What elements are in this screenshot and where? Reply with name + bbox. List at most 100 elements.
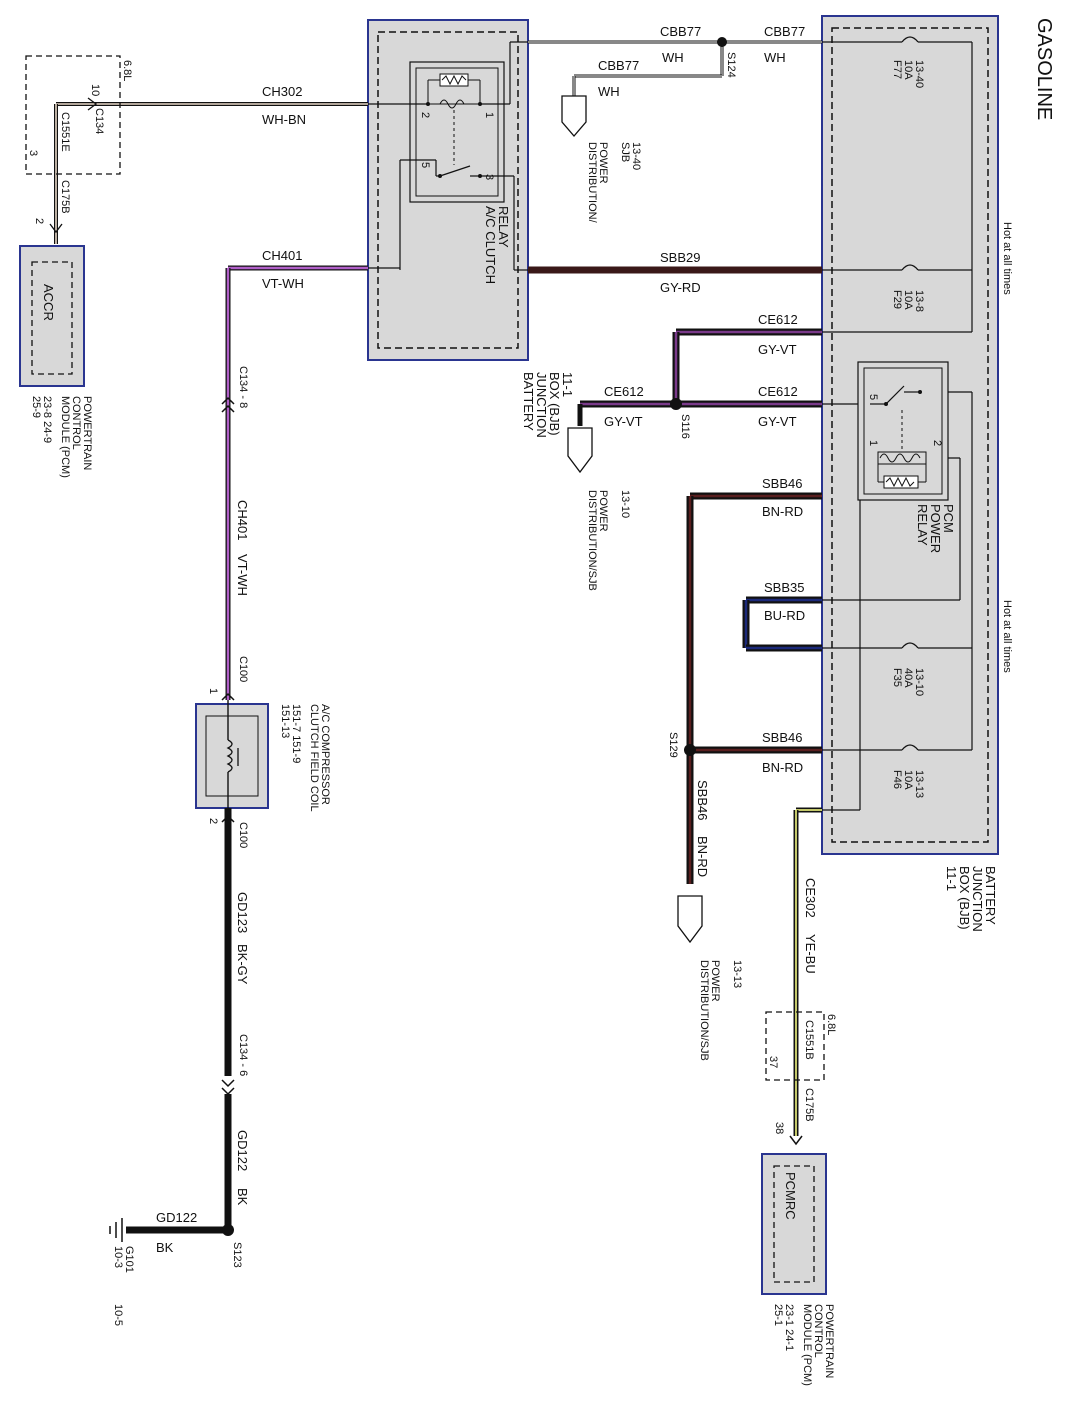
pcmrc-module bbox=[761, 1153, 827, 1295]
gd122-vert-color: BK bbox=[235, 1188, 250, 1206]
hot-label-1: Hot at all times bbox=[1001, 222, 1013, 295]
ac-relay-pin3: 3 bbox=[483, 174, 495, 180]
splice-s129: S129 bbox=[667, 732, 679, 758]
c1551b-connector-box bbox=[765, 1011, 825, 1081]
ac-relay-pin2: 2 bbox=[419, 112, 431, 118]
c1551e-label: C1551E bbox=[59, 112, 71, 152]
c134-8-label: C134 - 8 bbox=[237, 366, 249, 408]
sbb35-color: BU-RD bbox=[764, 608, 805, 623]
pin1-label: 1 bbox=[207, 688, 219, 694]
wire-ch401 bbox=[221, 265, 400, 701]
pcm-relay-label: PCM POWER RELAY bbox=[915, 504, 956, 553]
pcm-relay-pin5: 5 bbox=[867, 394, 879, 400]
pcm-bot-label: POWERTRAIN CONTROL MODULE (PCM) 23-1 24-… bbox=[772, 1304, 835, 1386]
pcm-bot-line2: CONTROL bbox=[812, 1304, 824, 1358]
ch302-color: WH-BN bbox=[262, 112, 306, 127]
c175b-top-label: C175B bbox=[59, 180, 71, 214]
pin38-label: 38 bbox=[773, 1122, 785, 1134]
ac-bjb-line2: JUNCTION bbox=[534, 372, 549, 438]
ce612-color-1: GY-VT bbox=[758, 342, 797, 357]
wire-cbb77 bbox=[528, 37, 822, 96]
fuse-f46-line2: 10A bbox=[902, 770, 914, 790]
bjb-label-line4: 11-1 bbox=[944, 866, 959, 891]
ac-relay-internal-wires bbox=[399, 41, 528, 271]
pcm-top-line1: POWERTRAIN bbox=[81, 396, 93, 470]
ac-relay-pin1: 1 bbox=[483, 112, 495, 118]
pcm-relay-line2: POWER bbox=[928, 504, 943, 553]
ac-bjb-line1: BATTERY bbox=[521, 372, 536, 431]
pcm-bot-line3: MODULE (PCM) bbox=[801, 1304, 813, 1386]
power-dist-label-1: POWER DISTRIBUTION/ SJB 13-40 bbox=[586, 142, 642, 224]
power-dist-label-3: POWER DISTRIBUTION/SJB 13-13 bbox=[698, 960, 743, 1061]
power-dist-connector-3 bbox=[677, 895, 703, 944]
c175b-bot-label: C175B bbox=[803, 1088, 815, 1122]
fuse-symbols bbox=[901, 36, 919, 751]
pd2-line1: POWER bbox=[597, 490, 609, 532]
cbb77-color-3: WH bbox=[598, 84, 620, 99]
fuse-f46-line3: 13-13 bbox=[913, 770, 925, 798]
ac-clutch-relay-label: A/C CLUTCH RELAY bbox=[483, 206, 511, 284]
ch401-vert-label: CH401 bbox=[235, 500, 250, 540]
gd123-label: GD123 bbox=[235, 892, 250, 933]
ce302-label: CE302 bbox=[803, 878, 818, 918]
cbb77-color-2: WH bbox=[764, 50, 786, 65]
sbb46-vert-label: SBB46 bbox=[695, 780, 710, 820]
cbb77-label-2: CBB77 bbox=[764, 24, 805, 39]
pd2-line3: 13-10 bbox=[619, 490, 631, 518]
ac-bjb-line4: 11-1 bbox=[560, 372, 575, 397]
fuse-f77-label: F77 10A 13-40 bbox=[891, 60, 925, 88]
wire-ce612 bbox=[577, 328, 822, 426]
ac-bjb-line3: BOX (BJB) bbox=[547, 372, 562, 436]
sbb35-label: SBB35 bbox=[764, 580, 804, 595]
ground-label: G101 10-3 10-5 bbox=[112, 1246, 135, 1326]
diagram-title: GASOLINE bbox=[1033, 18, 1055, 120]
ac-relay-bjb-box bbox=[367, 19, 529, 361]
fuse-f77-line3: 13-40 bbox=[913, 60, 925, 88]
pcm-power-relay bbox=[857, 361, 949, 501]
compressor-refs2: 151-13 bbox=[279, 704, 291, 738]
ch401-label: CH401 bbox=[262, 248, 302, 263]
pd1-line4: 13-40 bbox=[630, 142, 642, 170]
sbb46-vert-color: BN-RD bbox=[695, 836, 710, 877]
ground-ref2: 10-5 bbox=[112, 1304, 124, 1326]
c134-6-label: C134 - 6 bbox=[237, 1034, 249, 1076]
pcm-top-refs: 23-8 24-9 bbox=[41, 396, 53, 443]
ch401-vert-color: VT-WH bbox=[235, 554, 250, 596]
accr-module bbox=[19, 245, 85, 387]
bjb-label-line2: JUNCTION bbox=[970, 866, 985, 932]
ground-ref: 10-3 bbox=[112, 1246, 124, 1268]
wire-gd123 bbox=[221, 808, 235, 1096]
pcmrc-label: PCMRC bbox=[783, 1172, 798, 1220]
sbb46-label-2: SBB46 bbox=[762, 730, 802, 745]
bjb-label-line3: BOX (BJB) bbox=[957, 866, 972, 930]
pcm-bot-line1: POWERTRAIN bbox=[823, 1304, 835, 1378]
fuse-f35-label: F35 40A 13-10 bbox=[891, 668, 925, 696]
pcm-top-line2: CONTROL bbox=[70, 396, 82, 450]
gd122-vert-label: GD122 bbox=[235, 1130, 250, 1171]
wire-sbb46 bbox=[684, 492, 822, 884]
ce612-label-3: CE612 bbox=[604, 384, 644, 399]
sbb29-color: GY-RD bbox=[660, 280, 701, 295]
fuse-f29-line3: 13-8 bbox=[913, 290, 925, 312]
pd3-line2: DISTRIBUTION/SJB bbox=[698, 960, 710, 1061]
c1551b-68l-label: 6.8L bbox=[825, 1014, 837, 1035]
ce612-color-3: GY-VT bbox=[604, 414, 643, 429]
fuse-f77-line1: F77 bbox=[891, 60, 903, 79]
compressor-line1: A/C COMPRESSOR bbox=[319, 704, 331, 805]
c134-label: C134 bbox=[93, 108, 105, 134]
pin3-top: 3 bbox=[27, 150, 39, 156]
pin2-top: 2 bbox=[33, 218, 45, 224]
fuse-f35-line3: 13-10 bbox=[913, 668, 925, 696]
pcm-relay-line1: PCM bbox=[941, 504, 956, 533]
pd1-line1: POWER bbox=[597, 142, 609, 184]
wire-ch302 bbox=[54, 102, 404, 244]
sbb46-color-1: BN-RD bbox=[762, 504, 803, 519]
ac-relay-line2: RELAY bbox=[496, 206, 511, 248]
bjb-label: BATTERY JUNCTION BOX (BJB) 11-1 bbox=[944, 866, 998, 932]
power-dist-connector-1 bbox=[561, 95, 587, 137]
c1551b-label: C1551B bbox=[803, 1020, 815, 1060]
compressor-label: A/C COMPRESSOR CLUTCH FIELD COIL 151-7 1… bbox=[279, 704, 331, 812]
wire-ce302 bbox=[789, 807, 822, 1146]
accr-label: ACCR bbox=[41, 284, 56, 321]
